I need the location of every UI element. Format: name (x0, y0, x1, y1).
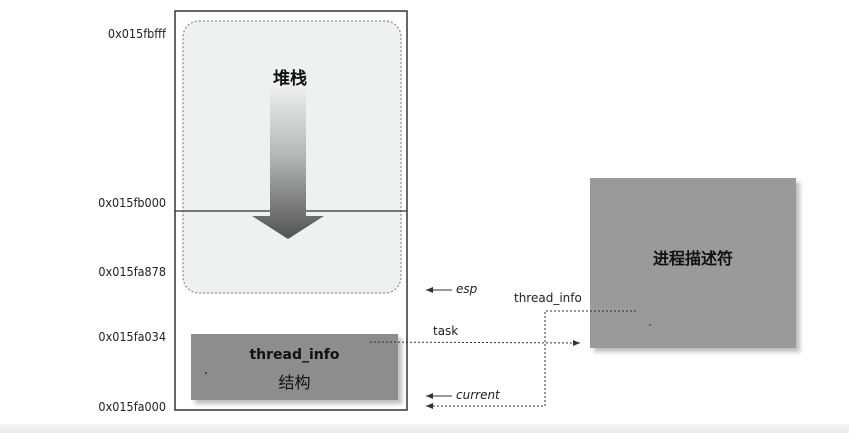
thread-info-pointer-line (426, 310, 636, 409)
dot-mark (205, 372, 207, 374)
thread-info-pointer-label: thread_info (514, 291, 582, 305)
esp-label: esp (456, 282, 478, 296)
current-label: current (456, 388, 500, 402)
address-label-stack-base: 0x015fa000 (98, 399, 166, 414)
address-label-thread-info-top: 0x015fa034 (98, 329, 166, 344)
task-label: task (433, 324, 459, 338)
thread-info-subtitle: 结构 (278, 373, 311, 392)
dot-mark (649, 324, 651, 326)
thread-info-title: thread_info (249, 347, 340, 363)
address-label-esp: 0x015fa878 (98, 264, 166, 279)
stack-label: 堆栈 (273, 69, 307, 89)
stack-growth-arrow (252, 86, 324, 239)
address-label-page-boundary: 0x015fb000 (98, 195, 166, 210)
address-label-stack-top: 0x015fbfff (107, 26, 166, 41)
bottom-strip (0, 424, 849, 433)
process-descriptor-label: 进程描述符 (652, 249, 733, 268)
task-pointer-line (369, 339, 581, 346)
thread-info-block (191, 334, 398, 400)
process-descriptor-block (590, 178, 796, 348)
